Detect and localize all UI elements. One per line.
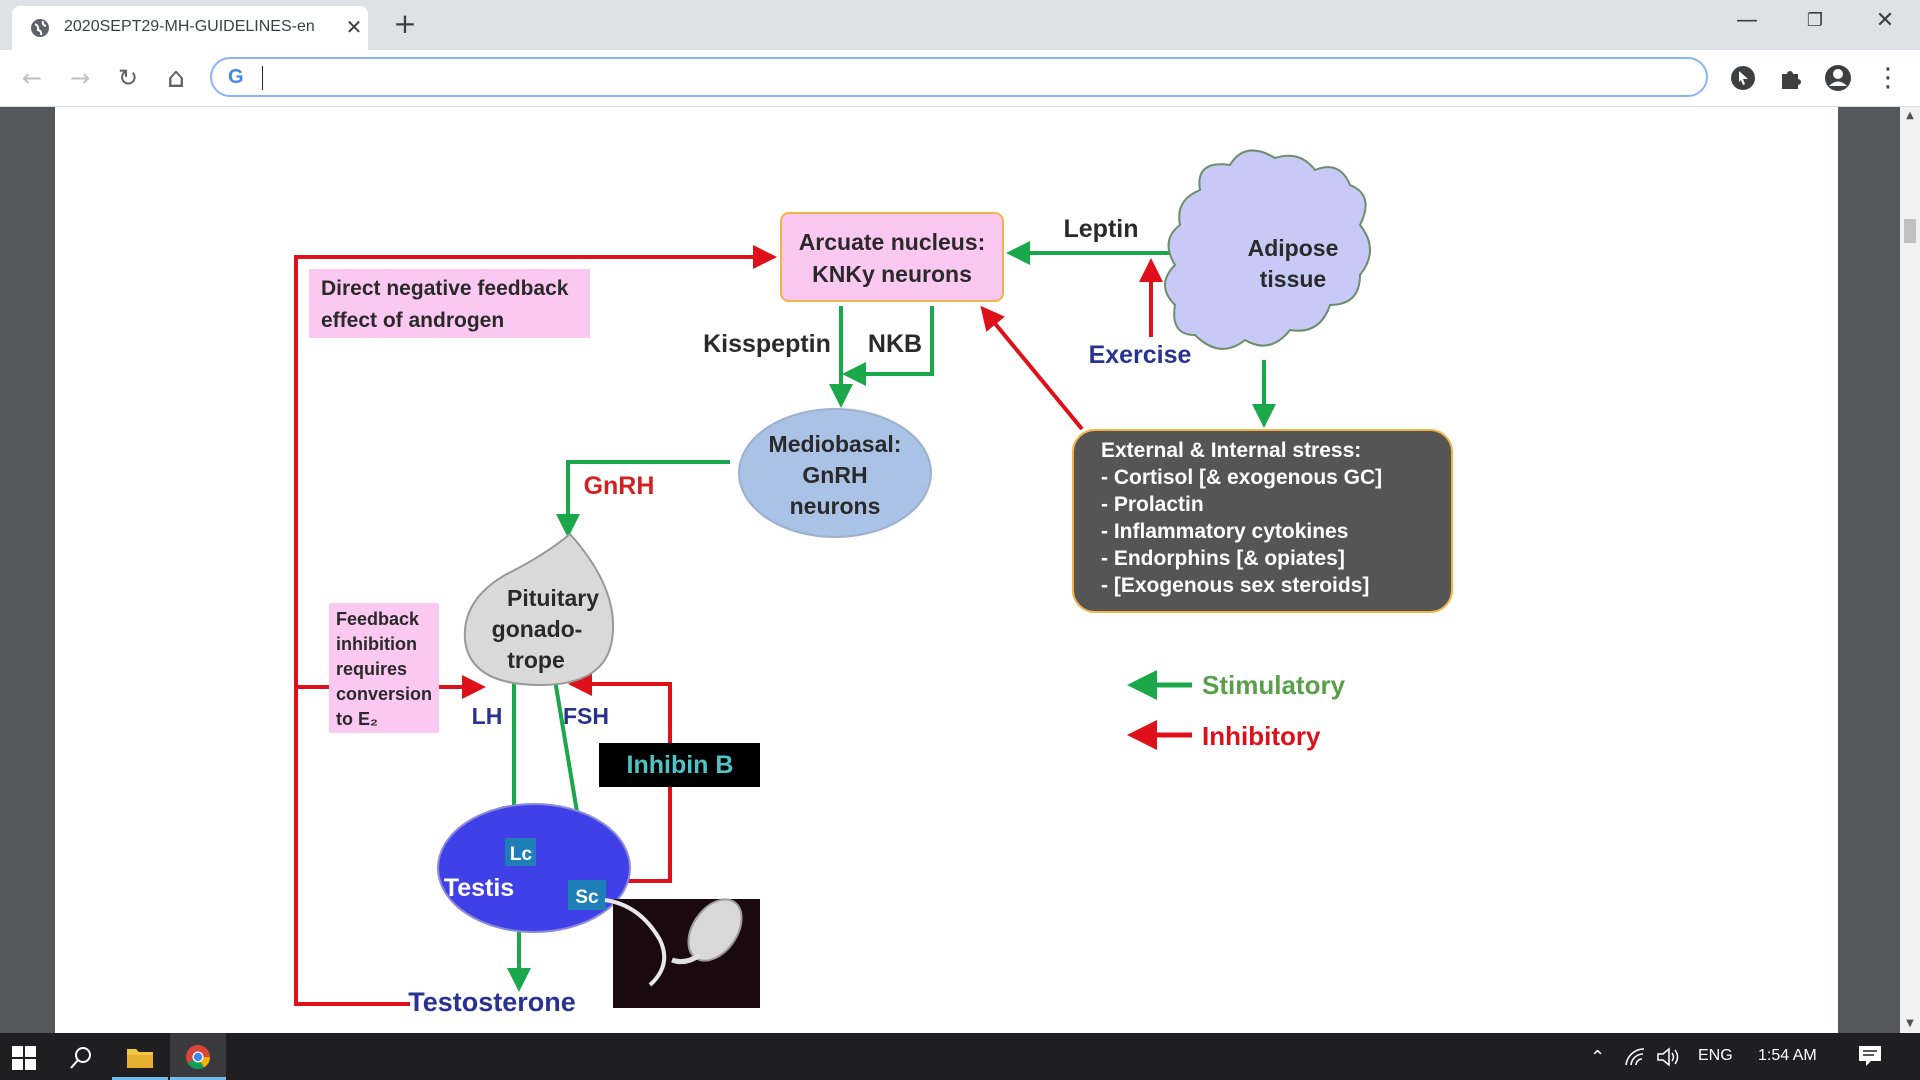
search-icon[interactable] (68, 1045, 94, 1071)
stress-item-2: - Prolactin (1101, 493, 1204, 516)
pdf-viewer: Arcuate nucleus: KNKy neurons Leptin Adi… (0, 107, 1900, 1033)
adipose-label-1: Adipose (1248, 235, 1339, 261)
lc-box (505, 838, 536, 866)
stress-item-5: - [Exogenous sex steroids] (1101, 574, 1369, 597)
tab-close-icon[interactable]: ✕ (345, 15, 363, 39)
chrome-taskbar-button[interactable] (170, 1033, 226, 1080)
leptin-label: Leptin (1064, 215, 1139, 243)
chrome-active-indicator (170, 1077, 226, 1080)
extensions-puzzle-icon[interactable] (1775, 62, 1807, 94)
gnrh-label: GnRH (584, 472, 655, 500)
direct-feedback-box (309, 269, 590, 338)
stress-item-1: - Cortisol [& exogenous GC] (1101, 466, 1382, 489)
cursor-extension-icon[interactable] (1727, 62, 1759, 94)
windows-taskbar: ⌃ ENG 1:54 AM (0, 1033, 1920, 1080)
home-button[interactable]: ⌂ (167, 61, 185, 94)
feedback-inhibition-4: conversion (336, 684, 432, 704)
gnrh-arrow (556, 460, 730, 538)
profile-avatar-icon[interactable] (1822, 62, 1854, 94)
page-scrollbar[interactable]: ▲ ▼ (1900, 107, 1920, 1033)
mediobasal-label-3: neurons (790, 493, 881, 519)
chrome-icon (186, 1045, 210, 1070)
wifi-icon[interactable] (1624, 1047, 1646, 1067)
back-button[interactable]: ← (21, 64, 43, 92)
active-tab[interactable]: 2020SEPT29-MH-GUIDELINES-en ✕ (12, 6, 368, 50)
google-icon: G (228, 66, 244, 88)
file-explorer-indicator (112, 1077, 168, 1080)
browser-menu-icon[interactable]: ⋮ (1875, 63, 1901, 93)
stress-title: External & Internal stress: (1101, 439, 1361, 462)
mediobasal-ellipse (738, 408, 932, 538)
sperm-neck (671, 952, 702, 965)
close-window-button[interactable]: ✕ (1875, 8, 1895, 33)
address-bar[interactable]: G (210, 57, 1708, 97)
kisspeptin-label: Kisspeptin (703, 330, 831, 358)
volume-icon[interactable] (1656, 1047, 1682, 1067)
system-clock[interactable]: 1:54 AM (1758, 1047, 1817, 1064)
pituitary-label-3: trope (507, 647, 565, 673)
address-input[interactable] (260, 65, 1664, 91)
pituitary-teardrop (463, 532, 615, 687)
exercise-label: Exercise (1089, 341, 1192, 369)
language-indicator[interactable]: ENG (1698, 1047, 1733, 1064)
new-tab-button[interactable]: + (393, 7, 417, 40)
tab-title: 2020SEPT29-MH-GUIDELINES-en (64, 18, 315, 35)
lh-label: LH (472, 703, 503, 729)
androgen-feedback-loop (294, 245, 777, 1006)
direct-feedback-label-2: effect of androgen (321, 309, 504, 332)
arcuate-nucleus-box (780, 212, 1004, 302)
hpg-axis-diagram: Arcuate nucleus: KNKy neurons Leptin Adi… (294, 149, 1453, 1017)
nkb-label: NKB (868, 330, 922, 358)
direct-feedback-label-1: Direct negative feedback (321, 277, 569, 300)
file-explorer-icon[interactable] (126, 1045, 154, 1069)
testosterone-label: Testosterone (408, 987, 576, 1017)
adipose-label-2: tissue (1260, 266, 1326, 292)
mediobasal-label-1: Mediobasal: (769, 431, 902, 457)
arcuate-label-1: Arcuate nucleus: (799, 229, 986, 255)
stress-item-4: - Endorphins [& opiates] (1101, 547, 1345, 570)
scroll-up-icon[interactable]: ▲ (1906, 110, 1914, 121)
inhibin-b-label: Inhibin B (627, 751, 734, 779)
tab-strip: 2020SEPT29-MH-GUIDELINES-en ✕ + — ❐ ✕ (0, 0, 1920, 50)
nkb-arrow (842, 306, 934, 386)
stress-inhibition-arrow (980, 305, 1084, 431)
browser-toolbar: ← → ↻ ⌂ G ⋮ (0, 50, 1920, 107)
pituitary-label-1: Pituitary (507, 585, 599, 611)
adipose-tissue-cloud (1164, 149, 1371, 350)
feedback-inhibition-1: Feedback (336, 609, 420, 629)
stress-box (1072, 429, 1453, 613)
feedback-inhibition-box (329, 603, 439, 733)
fsh-label: FSH (563, 703, 609, 729)
sc-label: Sc (575, 887, 599, 908)
pituitary-label-2: gonado- (492, 616, 583, 642)
legend-stimulatory-label: Stimulatory (1202, 670, 1346, 700)
show-hidden-icons-chevron-icon[interactable]: ⌃ (1590, 1047, 1606, 1067)
lc-label: Lc (510, 844, 533, 865)
forward-button[interactable]: → (69, 64, 91, 92)
arcuate-label-2: KNKy neurons (812, 261, 972, 287)
testis-label: Testis (444, 874, 514, 902)
sperm-tail (604, 898, 667, 987)
stress-item-3: - Inflammatory cytokines (1101, 520, 1348, 543)
windows-start-icon[interactable] (12, 1046, 36, 1070)
feedback-inhibition-2: inhibition (336, 634, 417, 654)
action-center-icon[interactable] (1858, 1045, 1882, 1067)
mediobasal-label-2: GnRH (802, 462, 867, 488)
globe-icon (31, 19, 49, 37)
document-page: Arcuate nucleus: KNKy neurons Leptin Adi… (55, 107, 1838, 1033)
inhibin-b-box (599, 743, 760, 787)
testis-ellipse (437, 803, 631, 933)
sc-box (568, 880, 606, 910)
scroll-down-icon[interactable]: ▼ (1906, 1018, 1914, 1029)
minimize-button[interactable]: — (1736, 8, 1758, 33)
legend-inhibitory-label: Inhibitory (1202, 721, 1321, 751)
reload-button[interactable]: ↻ (117, 64, 139, 92)
feedback-inhibition-5: to E₂ (336, 709, 378, 729)
feedback-inhibition-3: requires (336, 659, 407, 679)
restore-button[interactable]: ❐ (1806, 10, 1824, 31)
scroll-thumb[interactable] (1904, 219, 1916, 243)
text-caret (262, 66, 263, 90)
